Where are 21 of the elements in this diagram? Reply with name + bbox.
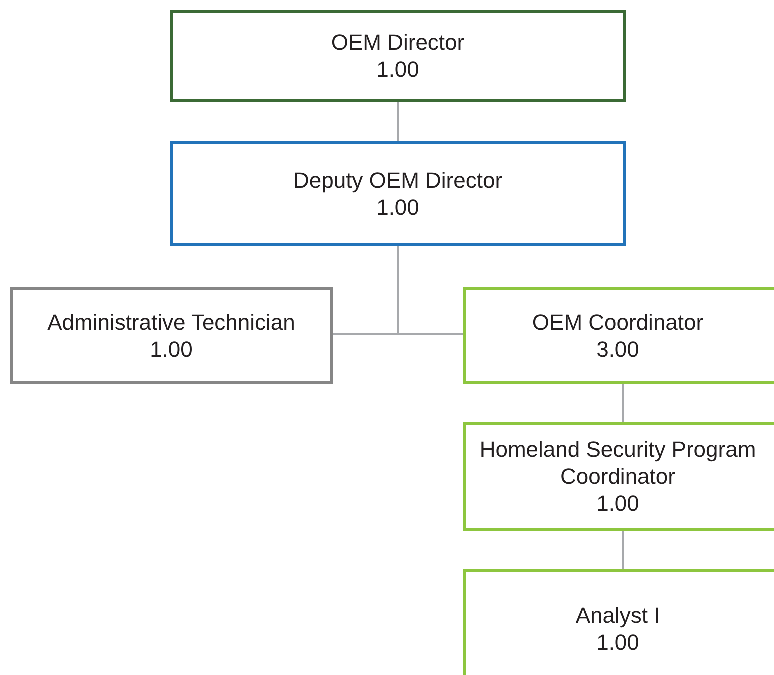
fte-count: 3.00	[596, 336, 640, 362]
connector-line	[397, 102, 399, 141]
fte-count: 1.00	[150, 336, 193, 362]
fte-count: 1.00	[376, 56, 420, 83]
position-title: Analyst I	[576, 602, 660, 629]
fte-count: 1.00	[596, 629, 640, 656]
position-title: OEM Director	[331, 29, 465, 56]
position-box	[463, 569, 774, 675]
position-title: Deputy OEM Director	[293, 166, 503, 194]
position-box	[10, 287, 333, 384]
fte-count: 1.00	[596, 490, 640, 517]
position-box	[170, 141, 626, 246]
position-box	[463, 287, 774, 384]
position-title: Administrative Technician	[48, 308, 296, 336]
position-title: Homeland Security Program Coordinator	[478, 436, 758, 490]
position-box	[170, 10, 626, 102]
fte-count: 1.00	[376, 194, 420, 220]
connector-line	[622, 384, 624, 422]
connector-line	[622, 531, 624, 569]
position-box	[463, 422, 774, 531]
position-title: OEM Coordinator	[532, 308, 704, 336]
